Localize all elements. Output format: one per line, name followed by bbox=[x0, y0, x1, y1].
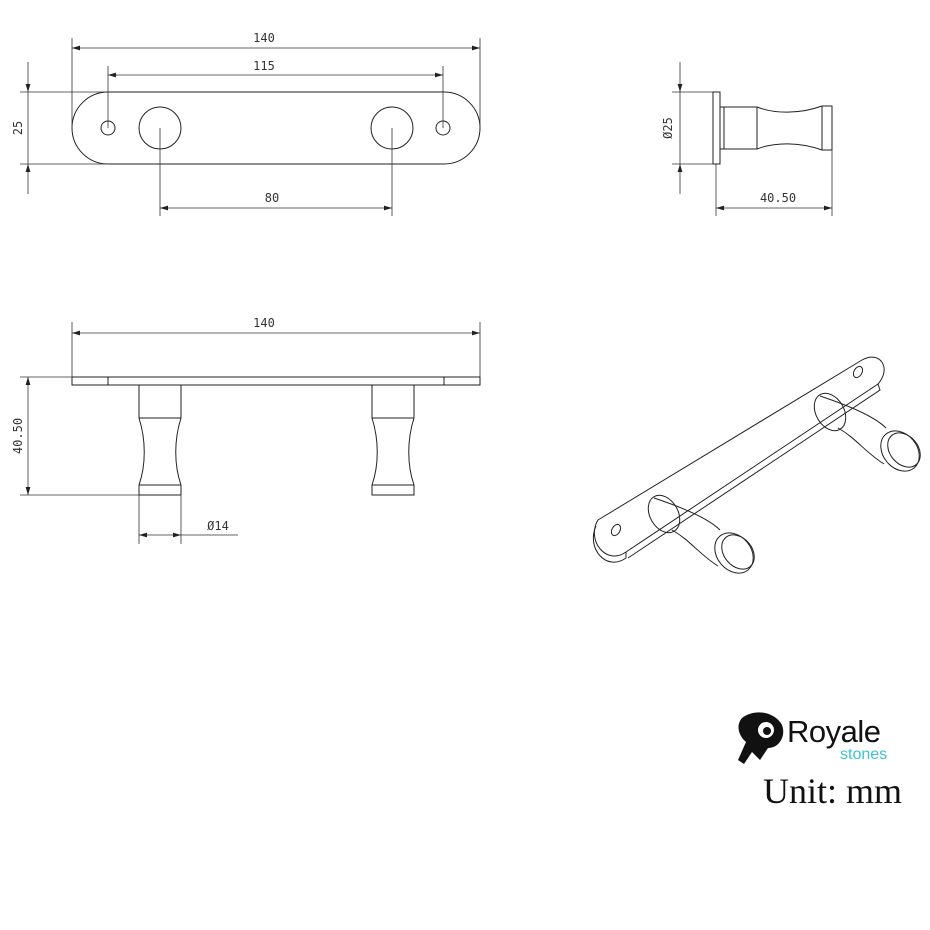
iso-plate bbox=[593, 356, 885, 557]
elephant-logo-icon bbox=[738, 712, 784, 764]
isometric-view bbox=[592, 356, 921, 574]
top-view: 140 115 80 25 bbox=[11, 31, 481, 216]
dim-label-front-140: 140 bbox=[253, 316, 275, 330]
dim-label-front-40-50: 40.50 bbox=[11, 418, 25, 454]
dim-label-diameter-25: Ø25 bbox=[661, 117, 675, 139]
unit-label: Unit: mm bbox=[763, 771, 903, 811]
dim-label-side-40-50: 40.50 bbox=[760, 191, 796, 205]
dim-label-80: 80 bbox=[265, 191, 279, 205]
front-plate bbox=[71, 376, 481, 386]
side-hook bbox=[720, 105, 833, 151]
iso-hook-left bbox=[647, 494, 755, 574]
front-hook-left bbox=[138, 385, 182, 496]
plate-outline bbox=[71, 91, 481, 165]
dim-label-25: 25 bbox=[11, 121, 25, 135]
dim-label-diameter-14: Ø14 bbox=[207, 519, 229, 533]
dim-label-140: 140 bbox=[253, 31, 275, 45]
dim-label-115: 115 bbox=[253, 59, 275, 73]
front-hook-right bbox=[371, 385, 415, 496]
front-view: 140 40.50 Ø14 bbox=[11, 316, 481, 544]
iso-hook-right bbox=[813, 392, 921, 472]
brand-subtitle: stones bbox=[840, 746, 888, 763]
side-view: Ø25 40.50 bbox=[661, 62, 833, 216]
side-plate bbox=[712, 91, 721, 165]
brand-name: Royale bbox=[787, 714, 881, 749]
